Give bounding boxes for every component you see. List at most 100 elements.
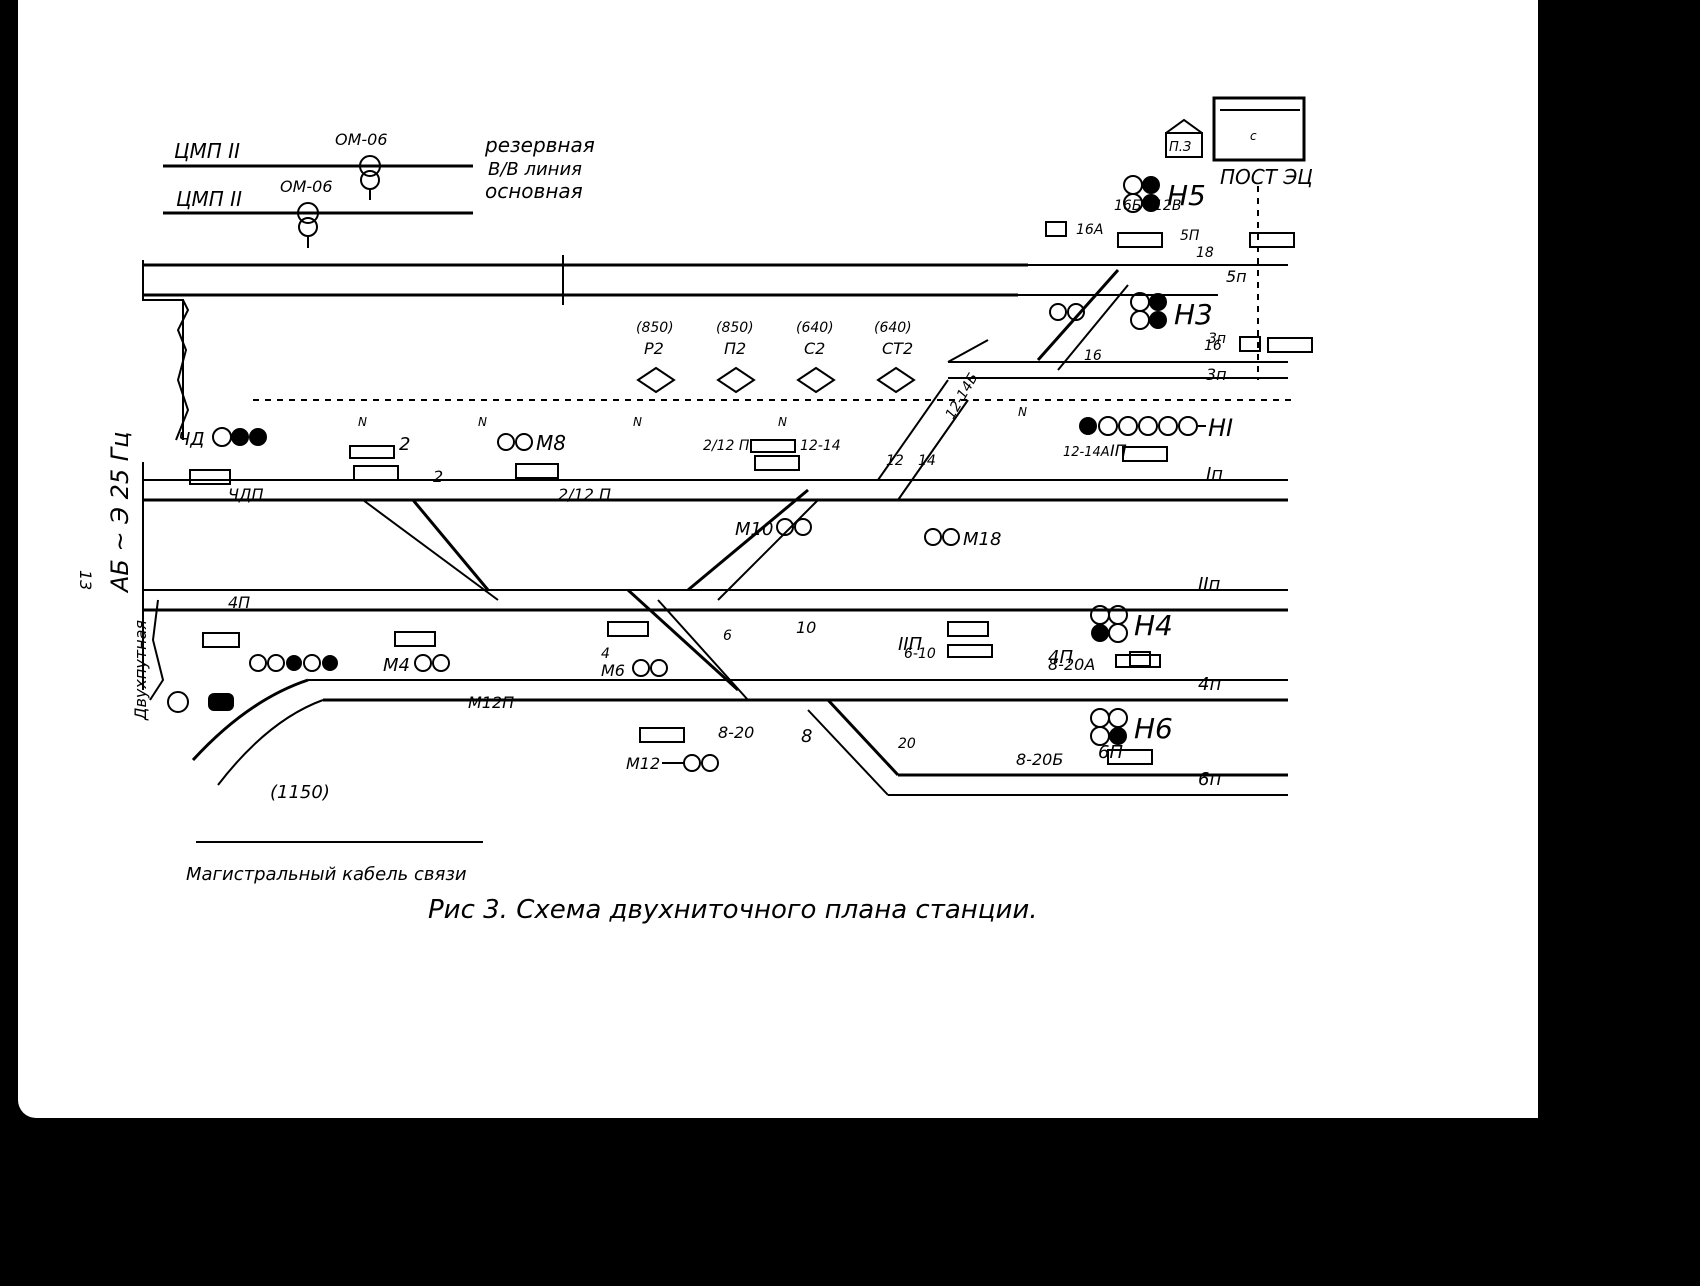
switch-labels: 2 2 12 14 10 6 8 20 16 16 18 4 8-20А 8-2… (399, 198, 1222, 769)
signal-h4: Н4 (1090, 605, 1173, 643)
section-m12p: М12П (468, 693, 514, 712)
signal-chd-label: ЧД (178, 429, 204, 450)
sw-16: 16 (1084, 348, 1102, 364)
signal-m18-label: М18 (963, 529, 1001, 550)
n-mark-3: N (633, 415, 642, 429)
sw-12-14a: 12-14А (1063, 445, 1110, 460)
scanned-page: ЦМП II ЦМП II ОМ-06 ОМ-06 резервная В/В … (18, 0, 1538, 1118)
main-label: основная (485, 179, 583, 203)
section-5p: 5П (1180, 228, 1200, 244)
km-marker: (1150) (270, 782, 330, 803)
equipment (167, 221, 1313, 765)
sw-6-10: 6-10 (904, 646, 936, 662)
signal-m12-label: М12 (626, 754, 660, 773)
section-chdp: ЧДП (228, 485, 264, 504)
sw-12: 12 (886, 453, 904, 469)
crossing-p2: П2 (724, 339, 746, 358)
track-5p: 5п (1226, 267, 1247, 286)
line1-device: ОМ-06 (335, 130, 388, 149)
sw-16-right: 16 (1204, 338, 1222, 354)
signal-h3-label: Н3 (1174, 298, 1213, 331)
sw-12-14: 12-14 (800, 438, 841, 454)
sw-4: 4 (601, 646, 610, 662)
caption: Рис 3. Схема двухниточного плана станции… (428, 895, 1038, 925)
section-1p: IП (1110, 441, 1127, 460)
sw-14: 14 (918, 453, 936, 469)
n-mark-5: N (1018, 405, 1027, 419)
signal-m14 (1049, 303, 1085, 321)
track-1p: Iп (1206, 464, 1223, 485)
sw-2-top: 2 (399, 434, 410, 455)
line2-name: ЦМП II (176, 187, 242, 211)
signal-h6-label: Н6 (1134, 712, 1173, 745)
signal-m8: М8 (497, 431, 566, 455)
sw-6: 6 (723, 628, 732, 644)
left-side: АБ ~ Э 25 Гц Двухпутная 13 (76, 260, 190, 721)
station-plan-diagram: ЦМП II ЦМП II ОМ-06 ОМ-06 резервная В/В … (76, 96, 1313, 925)
sw-8-20a: 8-20А (1048, 655, 1095, 674)
section-4p-left: 4П (228, 593, 250, 612)
crossing-s2: С2 (804, 339, 825, 358)
signal-m10-label: М10 (735, 519, 773, 540)
signal-m4: М4 (383, 654, 450, 676)
line2-device: ОМ-06 (280, 177, 333, 196)
signal-m8-label: М8 (536, 431, 566, 455)
crossing-p2-km: (850) (716, 320, 754, 336)
post-label: ПОСТ ЭЦ (1220, 165, 1313, 189)
signal-m4-label: М4 (383, 655, 410, 676)
section-4p-right: 4П (1048, 647, 1073, 668)
post-badge: П.З (1169, 140, 1191, 155)
section-3p: 3п (1208, 331, 1226, 347)
signal-ch (249, 654, 338, 672)
signals: Н5 Н3 НI Н4 Н6 ЧД (178, 175, 1233, 773)
track-labels: 5п 3п Iп IIп 4п 6п ЧДП 2/12 П 4П М12П 4П… (228, 228, 1247, 790)
tracks (143, 255, 1293, 796)
section-2-12p: 2/12 П (558, 485, 611, 504)
section-6p: 6П (1098, 742, 1123, 763)
page-number: 13 (76, 570, 95, 590)
sw-8: 8 (801, 726, 812, 747)
legend: Магистральный кабель связи (186, 841, 483, 885)
cable-legend: Магистральный кабель связи (186, 864, 467, 885)
signal-h1: НI (1079, 414, 1233, 442)
section-2p: IIП (898, 634, 923, 655)
sw-16b: 16Б (1114, 198, 1141, 214)
track-4p: 4п (1198, 674, 1221, 695)
track-3p: 3п (1206, 365, 1227, 384)
signal-h5-label: Н5 (1167, 179, 1206, 212)
line-type-label: В/В линия (488, 159, 582, 180)
crossing-s2-km: (640) (796, 320, 834, 336)
n-mark-2: N (478, 415, 487, 429)
crossing-r2: Р2 (644, 339, 664, 358)
signal-chd: ЧД (178, 427, 267, 450)
sw-18: 18 (1196, 245, 1214, 261)
signal-h3: Н3 (1130, 292, 1213, 331)
signal-m18: М18 (924, 528, 1001, 550)
crossing-st2-km: (640) (874, 320, 912, 336)
markers: (1150) (270, 782, 330, 803)
sw-8-20b: 8-20Б (1016, 750, 1063, 769)
n-mark-1: N (358, 415, 367, 429)
n-mark-4: N (778, 415, 787, 429)
signal-h5: Н5 (1123, 175, 1206, 213)
sw-16a: 16А (1076, 222, 1103, 238)
post-ec: c ПОСТ ЭЦ П.З (1165, 96, 1313, 380)
signal-m6: М6 (601, 659, 668, 680)
signal-m6-label: М6 (601, 661, 625, 680)
signal-m12: М12 (626, 754, 719, 773)
sw-12v: 12В (1154, 198, 1181, 214)
track-6p: 6п (1198, 769, 1221, 790)
svg-text:c: c (1250, 129, 1257, 143)
line1-name: ЦМП II (174, 139, 240, 163)
sw-10: 10 (796, 618, 816, 637)
power-label: АБ ~ Э 25 Гц (106, 431, 134, 594)
direction-label: Двухпутная (131, 620, 150, 721)
signal-h1-label: НI (1208, 414, 1233, 442)
reserve-label: резервная (484, 133, 595, 157)
sw-2: 2 (433, 467, 443, 486)
track-2p: IIп (1198, 574, 1221, 595)
sw-2-12p: 2/12 П (703, 438, 750, 454)
crossing-r2-km: (850) (636, 320, 674, 336)
sw-20: 20 (898, 736, 916, 752)
crossing-st2: СТ2 (882, 339, 913, 358)
